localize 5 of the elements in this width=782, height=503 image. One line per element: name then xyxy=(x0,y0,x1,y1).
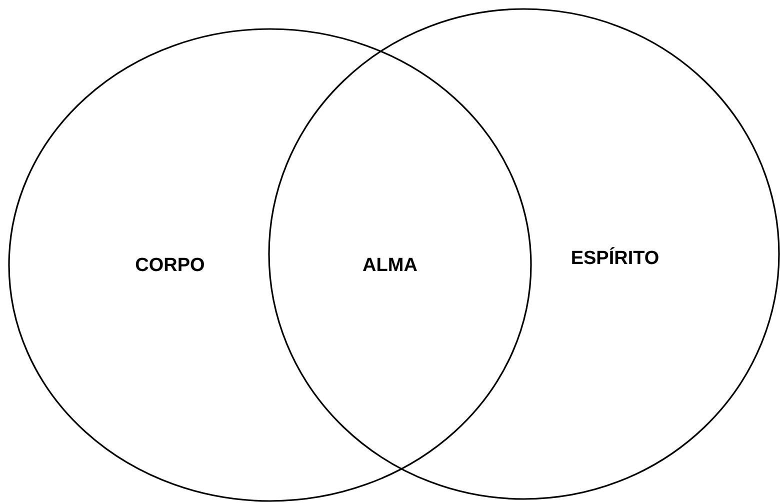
set-label: CORPO xyxy=(135,255,205,277)
venn-circle xyxy=(8,28,532,502)
overlap-label: ALMA xyxy=(362,255,418,277)
venn-circle xyxy=(268,8,780,500)
set-label: ESPÍRITO xyxy=(570,248,660,270)
